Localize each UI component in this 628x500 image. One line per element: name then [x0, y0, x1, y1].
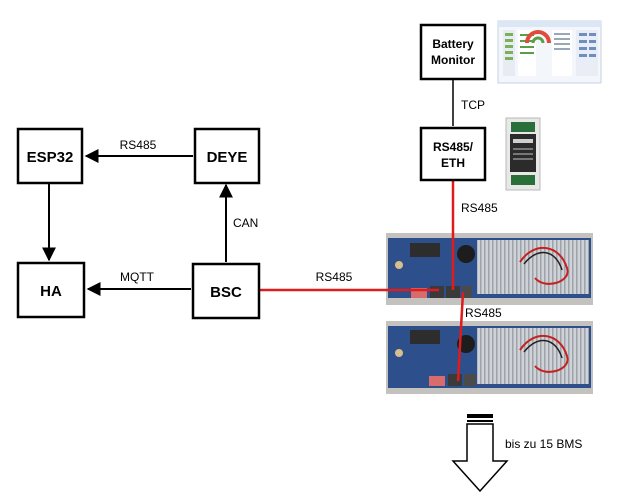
- expansion-note: bis zu 15 BMS: [505, 437, 582, 451]
- node-rs485-eth-line1: RS485/: [433, 140, 474, 154]
- gateway-device-photo: [505, 117, 541, 191]
- edge-label-bms-bms: RS485: [465, 306, 502, 320]
- edge-label-bsc-ha: MQTT: [120, 270, 155, 284]
- node-battery-monitor: Battery Monitor: [419, 23, 487, 81]
- bms-board-photo: [386, 233, 593, 305]
- bms-board-photo: [386, 321, 593, 394]
- node-rs485-eth-line2: ETH: [441, 156, 465, 170]
- edge-label-monitor-gateway: TCP: [461, 98, 485, 112]
- node-esp32-label: ESP32: [27, 149, 74, 166]
- wire-bms-to-bms: [456, 291, 465, 382]
- edge-label-deye-esp32: RS485: [120, 138, 157, 152]
- screenshot-thumbnail: [497, 20, 602, 84]
- node-battery-monitor-line1: Battery: [432, 37, 474, 51]
- node-esp32: ESP32: [16, 127, 84, 185]
- edge-label-bsc-bms: RS485: [316, 270, 353, 284]
- edge-label-bsc-deye: CAN: [233, 216, 258, 230]
- edge-label-gateway-bms: RS485: [461, 201, 498, 215]
- expansion-arrow: [451, 414, 509, 493]
- node-rs485-eth: RS485/ ETH: [419, 126, 487, 182]
- node-ha-label: HA: [40, 283, 62, 300]
- node-deye: DEYE: [193, 127, 261, 185]
- node-battery-monitor-line2: Monitor: [431, 53, 475, 67]
- node-ha: HA: [16, 261, 86, 319]
- node-bsc-label: BSC: [210, 284, 242, 301]
- node-bsc: BSC: [191, 262, 261, 320]
- node-deye-label: DEYE: [207, 149, 248, 166]
